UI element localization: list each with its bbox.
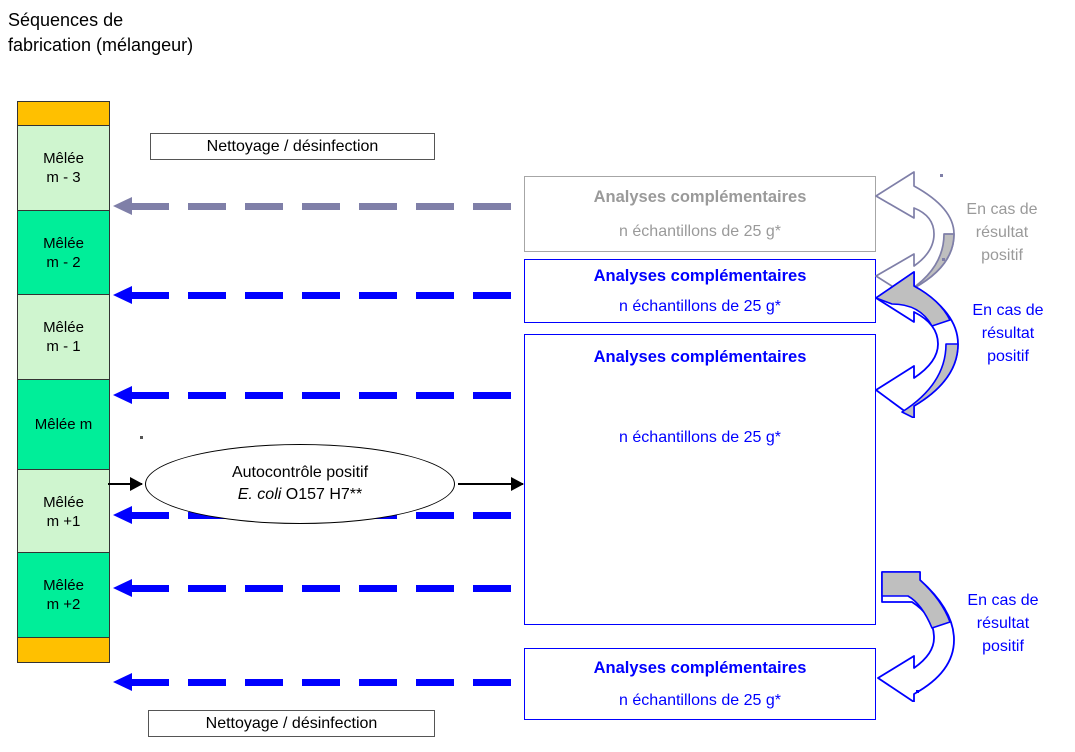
cleaning-label-top: Nettoyage / désinfection — [150, 133, 435, 160]
analysis-box-upper[interactable]: Analyses complémentaires n échantillons … — [524, 259, 876, 323]
analysis-subtext: n échantillons de 25 g* — [619, 429, 781, 446]
feedback-arrow-m-minus-1 — [113, 386, 526, 404]
analysis-subtext: n échantillons de 25 g* — [619, 222, 781, 240]
speck-mark — [940, 174, 943, 177]
dashed-line — [131, 679, 526, 686]
batch-cell-m-minus-2[interactable]: Mêlée m - 2 — [17, 209, 110, 296]
trigger-line-1: Autocontrôle positif — [231, 464, 369, 481]
arrowhead-icon — [113, 286, 132, 304]
feedback-arrow-m-minus-2 — [113, 286, 526, 304]
feedback-arrow-m-minus-3 — [113, 197, 526, 215]
analysis-heading: Analyses complémentaires — [593, 266, 807, 285]
dashed-line — [131, 392, 526, 399]
analysis-heading: Analyses complémentaires — [593, 187, 807, 206]
production-sequence-column: Mêlée m - 3 Mêlée m - 2 Mêlée m - 1 Mêlé… — [17, 101, 110, 663]
analysis-subtext: n échantillons de 25 g* — [619, 691, 781, 709]
analysis-box-main[interactable]: Analyses complémentaires n échantillons … — [524, 334, 876, 625]
connector-arrow-trigger-to-analysis — [458, 477, 524, 491]
batch-cell-m-plus-2[interactable]: Mêlée m +2 — [17, 552, 110, 639]
pathogen-name: E. coli — [237, 486, 282, 503]
cleaning-label-bottom: Nettoyage / désinfection — [148, 710, 435, 737]
loop-arrow-lower — [877, 571, 955, 702]
feedback-arrow-m-plus-2 — [113, 579, 526, 597]
analysis-heading: Analyses complémentaires — [593, 658, 807, 677]
connector-arrow-batch-to-trigger — [108, 477, 143, 491]
dashed-line — [131, 203, 526, 210]
analysis-subtext: n échantillons de 25 g* — [619, 297, 781, 315]
batch-cell-m-plus-1[interactable]: Mêlée m +1 — [17, 469, 110, 555]
arrowhead-icon — [113, 386, 132, 404]
batch-cell-m-minus-3[interactable]: Mêlée m - 3 — [17, 125, 110, 212]
trigger-ellipse: Autocontrôle positif E. coli O157 H7** — [145, 444, 455, 524]
loop-arrow-upper — [875, 271, 959, 418]
arrowhead-icon — [113, 506, 132, 524]
analysis-box-lower[interactable]: Analyses complémentaires n échantillons … — [524, 648, 876, 720]
feedback-arrow-cleaning-bottom — [113, 673, 526, 691]
caption-positive-result-upper: En cas de résultat positif — [972, 302, 1044, 365]
speck-mark — [916, 690, 919, 693]
cleaning-cap-top — [17, 101, 110, 127]
pathogen-serotype: O157 H7** — [281, 486, 363, 503]
analysis-heading: Analyses complémentaires — [593, 348, 807, 366]
dashed-line — [131, 585, 526, 592]
loop-arrow-shadow-top — [875, 271, 951, 327]
arrowhead-icon — [113, 673, 132, 691]
page-title: Séquences de fabrication (mélangeur) — [8, 10, 194, 55]
speck-mark — [140, 436, 143, 439]
loop-arrow-shadow-top — [881, 571, 951, 629]
trigger-line-2: E. coli O157 H7** — [238, 484, 363, 506]
analysis-box-inactive[interactable]: Analyses complémentaires n échantillons … — [524, 176, 876, 252]
dashed-line — [131, 292, 526, 299]
caption-positive-result-inactive: En cas de résultat positif — [966, 201, 1038, 264]
speck-mark — [942, 258, 945, 261]
cleaning-cap-bottom — [17, 636, 110, 663]
batch-cell-m-minus-1[interactable]: Mêlée m - 1 — [17, 294, 110, 381]
arrowhead-icon — [113, 579, 132, 597]
caption-positive-result-lower: En cas de résultat positif — [967, 592, 1039, 655]
arrowhead-icon — [113, 197, 132, 215]
batch-cell-m[interactable]: Mêlée m — [17, 378, 110, 471]
loop-arrow-shadow-bottom — [901, 343, 959, 418]
